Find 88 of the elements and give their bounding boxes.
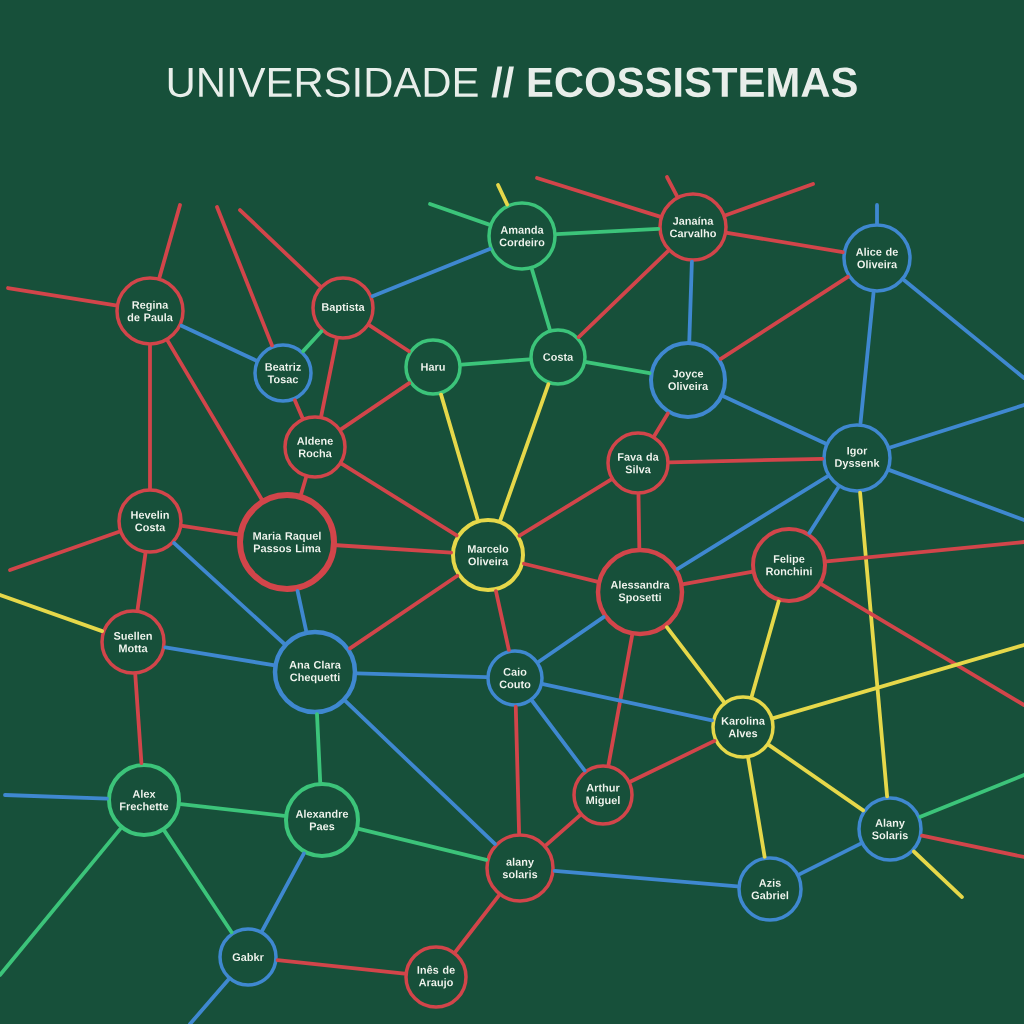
connector-line	[180, 524, 240, 537]
connector-line	[535, 176, 662, 219]
connector-line	[335, 543, 453, 555]
connector-line	[8, 529, 121, 572]
connector-line	[459, 357, 532, 367]
connector-line	[179, 323, 258, 363]
connector-line	[496, 183, 510, 207]
connector-line	[554, 226, 661, 237]
connector-line	[301, 329, 324, 354]
connector-line	[319, 337, 339, 418]
connector-line	[723, 182, 815, 218]
connector-line	[824, 540, 1024, 564]
connector-line	[439, 392, 480, 522]
connector-line	[133, 672, 144, 765]
title: UNIVERSIDADE // ECOSSISTEMAS	[168, 66, 857, 98]
connector-line	[6, 286, 118, 308]
connector-line	[348, 573, 460, 651]
connector-line	[148, 343, 152, 491]
connector-line	[628, 739, 717, 784]
connector-line	[530, 267, 552, 332]
connector-line	[664, 625, 726, 704]
connector-line	[339, 381, 412, 432]
connector-line	[652, 411, 670, 438]
connector-line	[135, 551, 148, 612]
connector-line	[163, 645, 276, 668]
connector-line	[513, 704, 521, 836]
connector-line	[0, 593, 105, 633]
connector-line	[498, 382, 551, 523]
connector-line	[767, 743, 865, 813]
connector-line	[918, 773, 1024, 819]
connector-line	[797, 841, 863, 877]
connector-line	[536, 615, 606, 664]
connector-line	[357, 827, 489, 862]
connector-line	[718, 274, 850, 361]
connector-line	[681, 569, 754, 586]
connector-line	[157, 203, 182, 280]
connector-line	[920, 833, 1024, 859]
connector-line	[667, 456, 825, 465]
connector-line	[665, 175, 679, 199]
connector-line	[299, 475, 308, 496]
connector-line	[367, 323, 411, 354]
connector-line	[541, 682, 714, 723]
connector-line	[292, 398, 305, 420]
connector-line	[552, 869, 740, 889]
connector-line	[178, 802, 287, 818]
connector-line	[749, 599, 781, 699]
connector-line	[606, 633, 634, 767]
connector-line	[902, 278, 1024, 380]
connector-line	[453, 893, 501, 954]
connector-line	[340, 461, 459, 538]
connector-line	[238, 208, 322, 288]
connector-line	[875, 203, 879, 226]
connector-line	[858, 490, 889, 799]
connector-line	[494, 589, 511, 652]
connector-line	[260, 851, 306, 933]
connector-line	[295, 589, 308, 633]
connector-line	[584, 360, 652, 376]
connector-line	[165, 339, 264, 501]
connector-line	[315, 712, 323, 784]
connector-line	[687, 259, 694, 343]
connector-line	[544, 813, 582, 847]
connector-line	[3, 793, 109, 801]
connector-line	[370, 247, 492, 299]
connector-line	[428, 202, 492, 227]
connector-line	[522, 561, 599, 584]
connector-line	[530, 699, 587, 773]
connector-line	[675, 474, 830, 571]
connector-line	[517, 477, 613, 538]
connector-line	[887, 468, 1024, 522]
connector-line	[0, 826, 123, 977]
connector-line	[858, 290, 876, 426]
connector-line	[771, 643, 1024, 720]
connector-line	[355, 671, 489, 680]
connector-line	[721, 394, 828, 446]
connector-line	[576, 249, 670, 339]
connector-line	[819, 582, 1024, 707]
connector-line	[275, 958, 407, 976]
connector-line	[636, 492, 642, 550]
connector-line	[172, 541, 286, 646]
connector-line	[343, 699, 497, 846]
connector-line	[725, 230, 845, 255]
connector-line	[888, 403, 1024, 450]
connector-line	[746, 756, 767, 859]
connector-line	[162, 828, 234, 935]
connector-line	[188, 977, 231, 1024]
connector-line	[215, 205, 274, 348]
connector-line	[911, 849, 964, 899]
connector-line	[807, 485, 841, 535]
